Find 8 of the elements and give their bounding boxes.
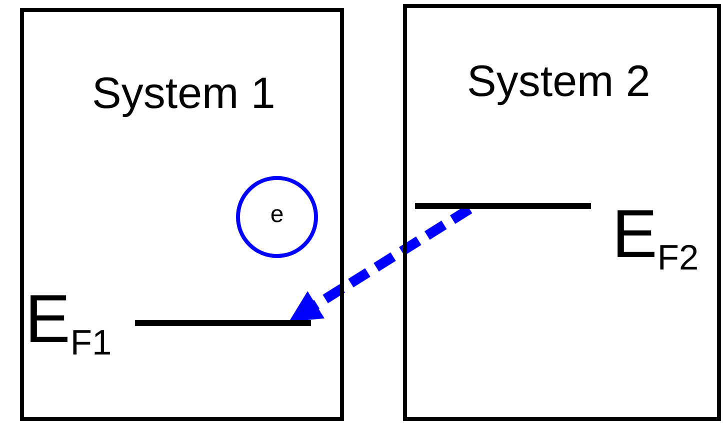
system-box [20,8,344,421]
fermi-level-label: E$_{F2}$ [612,200,699,276]
system-title: System 2 [467,60,650,104]
fermi-level-label: E$_{F1}$ [25,285,112,361]
system-box [403,4,721,421]
electron-circle [236,176,318,258]
electron-label: e [270,203,284,228]
system-title: System 1 [92,72,276,116]
